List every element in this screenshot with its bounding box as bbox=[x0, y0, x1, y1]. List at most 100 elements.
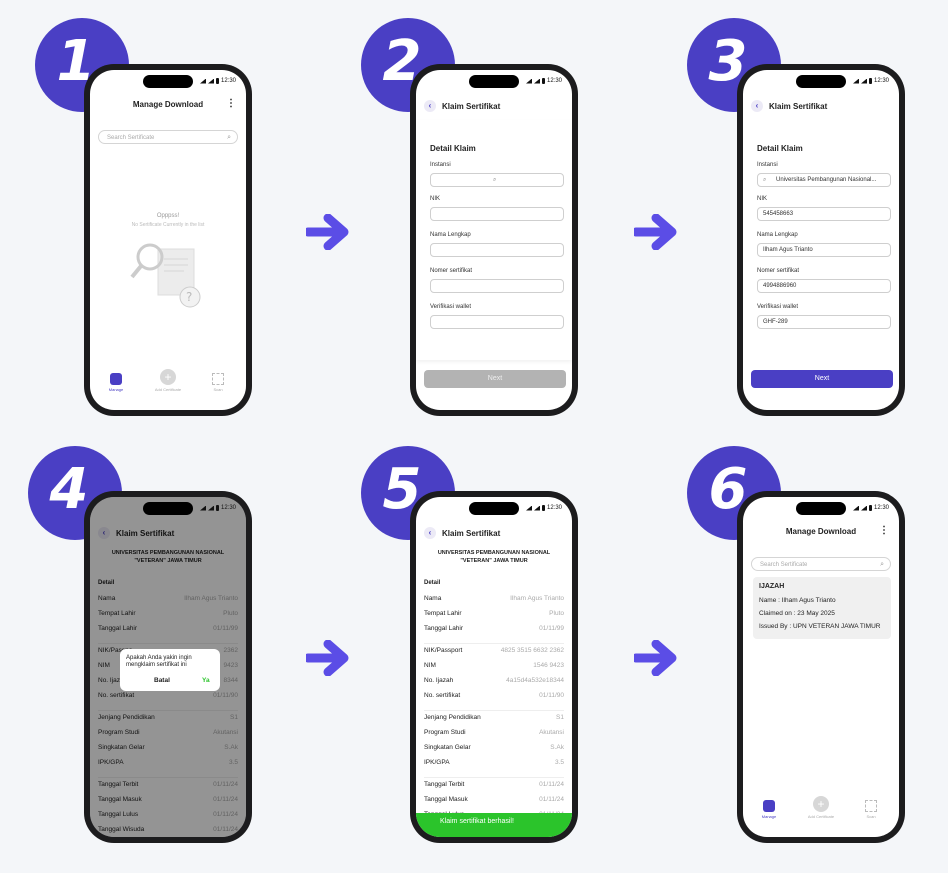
detail-value: 01/11/90 bbox=[539, 692, 564, 699]
section-title: Detail Klaim bbox=[430, 144, 476, 153]
status-bar: 12:30 bbox=[525, 505, 562, 511]
header: ‹Klaim Sertifikat bbox=[90, 527, 246, 541]
more-menu-icon[interactable]: ⋮ bbox=[226, 98, 236, 109]
next-button-disabled[interactable]: Next bbox=[424, 370, 566, 388]
tab-bar: Manage +Add Certificate Scan bbox=[90, 362, 246, 392]
detail-key: Tanggal Masuk bbox=[424, 796, 468, 803]
dialog-cancel-button[interactable]: Batal bbox=[154, 677, 170, 684]
status-bar: 12:30 bbox=[525, 78, 562, 84]
detail-value: 01/11/24 bbox=[539, 781, 564, 788]
nik-input[interactable] bbox=[430, 207, 564, 221]
detail-key: Tanggal Terbit bbox=[424, 781, 465, 788]
nama-input[interactable] bbox=[430, 243, 564, 257]
next-button[interactable]: Next bbox=[751, 370, 893, 388]
detail-row: Tanggal Lulus 01/11/24 bbox=[98, 811, 238, 818]
detail-value: S.Ak bbox=[224, 744, 238, 751]
instansi-input[interactable]: ⌕ bbox=[430, 173, 564, 187]
detail-key: Jenjang Pendidikan bbox=[424, 714, 481, 721]
dialog-confirm-button[interactable]: Ya bbox=[202, 677, 210, 684]
back-icon[interactable]: ‹ bbox=[751, 100, 763, 112]
detail-value: 8344 bbox=[223, 677, 238, 684]
header: ‹Klaim Sertifikat bbox=[743, 100, 899, 114]
status-bar: 12:30 bbox=[199, 505, 236, 511]
detail-value: 1546 9423 bbox=[533, 662, 564, 669]
svg-text:?: ? bbox=[186, 290, 192, 304]
header: ‹Klaim Sertifikat bbox=[416, 100, 572, 114]
detail-row: NIM 1546 9423 bbox=[424, 662, 564, 669]
tab-manage[interactable]: Manage bbox=[749, 800, 789, 819]
detail-value: 2362 bbox=[223, 647, 238, 654]
empty-title: Opppss! bbox=[156, 213, 180, 219]
more-menu-icon[interactable]: ⋮ bbox=[879, 525, 889, 536]
nama-input[interactable]: Ilham Agus Trianto bbox=[757, 243, 891, 257]
detail-key: Nama bbox=[98, 595, 116, 602]
tab-scan[interactable]: Scan bbox=[851, 800, 891, 819]
instansi-input[interactable]: ⌕Universitas Pembangunan Nasional... bbox=[757, 173, 891, 187]
card-issued: Issued By : UPN VETERAN JAWA TIMUR bbox=[759, 623, 881, 630]
detail-value: 3.5 bbox=[228, 759, 238, 766]
label-instansi: Instansi bbox=[757, 162, 778, 168]
wallet-input[interactable] bbox=[430, 315, 564, 329]
detail-section-title: Detail bbox=[98, 580, 115, 586]
back-icon[interactable]: ‹ bbox=[424, 527, 436, 539]
wallet-input[interactable]: GHF-289 bbox=[757, 315, 891, 329]
detail-row: Tanggal Masuk 01/11/24 bbox=[424, 796, 564, 803]
search-icon: ⌕ bbox=[763, 177, 767, 183]
detail-key: Tanggal Lahir bbox=[98, 625, 138, 632]
detail-key: Tanggal Masuk bbox=[98, 796, 142, 803]
card-claimed: Claimed on : 23 May 2025 bbox=[759, 610, 835, 617]
nik-input[interactable]: 545458663 bbox=[757, 207, 891, 221]
detail-key: Singkatan Gelar bbox=[424, 744, 471, 751]
detail-key: No. Ijazah bbox=[424, 677, 454, 684]
certificate-card[interactable]: IJAZAH Name : Ilham Agus Trianto Claimed… bbox=[753, 577, 891, 639]
label-nomor: Nomer sertifikat bbox=[430, 268, 473, 274]
detail-key: Singkatan Gelar bbox=[98, 744, 145, 751]
detail-key: NIM bbox=[98, 662, 110, 669]
section-title: Detail Klaim bbox=[757, 144, 803, 153]
detail-key: Program Studi bbox=[424, 729, 466, 736]
tab-scan[interactable]: Scan bbox=[198, 373, 238, 392]
scan-icon bbox=[865, 800, 877, 812]
detail-value: 01/11/24 bbox=[539, 796, 564, 803]
university-name: UNIVERSITAS PEMBANGUNAN NASIONAL"VETERAN… bbox=[111, 550, 225, 564]
detail-key: NIM bbox=[424, 662, 436, 669]
status-bar: 12:30 bbox=[199, 78, 236, 84]
detail-value: 01/11/24 bbox=[213, 811, 238, 818]
phone-step-1: 12:30 Manage Download⋮ Search Sertificat… bbox=[84, 64, 252, 416]
row-divider bbox=[98, 643, 238, 644]
row-divider bbox=[424, 777, 564, 778]
detail-key: Tanggal Lulus bbox=[98, 811, 139, 818]
detail-key: IPK/GPA bbox=[98, 759, 124, 766]
nomor-input[interactable] bbox=[430, 279, 564, 293]
search-input[interactable]: Search Sertificate⌕ bbox=[98, 130, 238, 144]
back-icon[interactable]: ‹ bbox=[424, 100, 436, 112]
tab-manage[interactable]: Manage bbox=[96, 373, 136, 392]
phone-step-6: 12:30 Manage Download⋮ Search Sertificat… bbox=[737, 491, 905, 843]
phone-step-4: 12:30 ‹Klaim Sertifikat UNIVERSITAS PEMB… bbox=[84, 491, 252, 843]
detail-row: IPK/GPA 3.5 bbox=[98, 759, 238, 766]
detail-value: Pluto bbox=[549, 610, 564, 617]
tab-add-certificate[interactable]: +Add Certificate bbox=[154, 369, 182, 392]
nomor-input[interactable]: 4994886960 bbox=[757, 279, 891, 293]
add-icon: + bbox=[813, 796, 829, 812]
phone-step-2: 12:30 ‹Klaim Sertifikat Detail Klaim Ins… bbox=[410, 64, 578, 416]
card-name: Name : Ilham Agus Trianto bbox=[759, 597, 836, 604]
detail-key: No. sertifikat bbox=[98, 692, 135, 699]
search-input[interactable]: Search Sertificate⌕ bbox=[751, 557, 891, 571]
row-divider bbox=[424, 710, 564, 711]
back-icon[interactable]: ‹ bbox=[98, 527, 110, 539]
label-wallet: Verifikasi wallet bbox=[757, 304, 799, 310]
tab-add-certificate[interactable]: +Add Certificate bbox=[807, 796, 835, 819]
phone-step-5: 12:30 ‹Klaim Sertifikat UNIVERSITAS PEMB… bbox=[410, 491, 578, 843]
